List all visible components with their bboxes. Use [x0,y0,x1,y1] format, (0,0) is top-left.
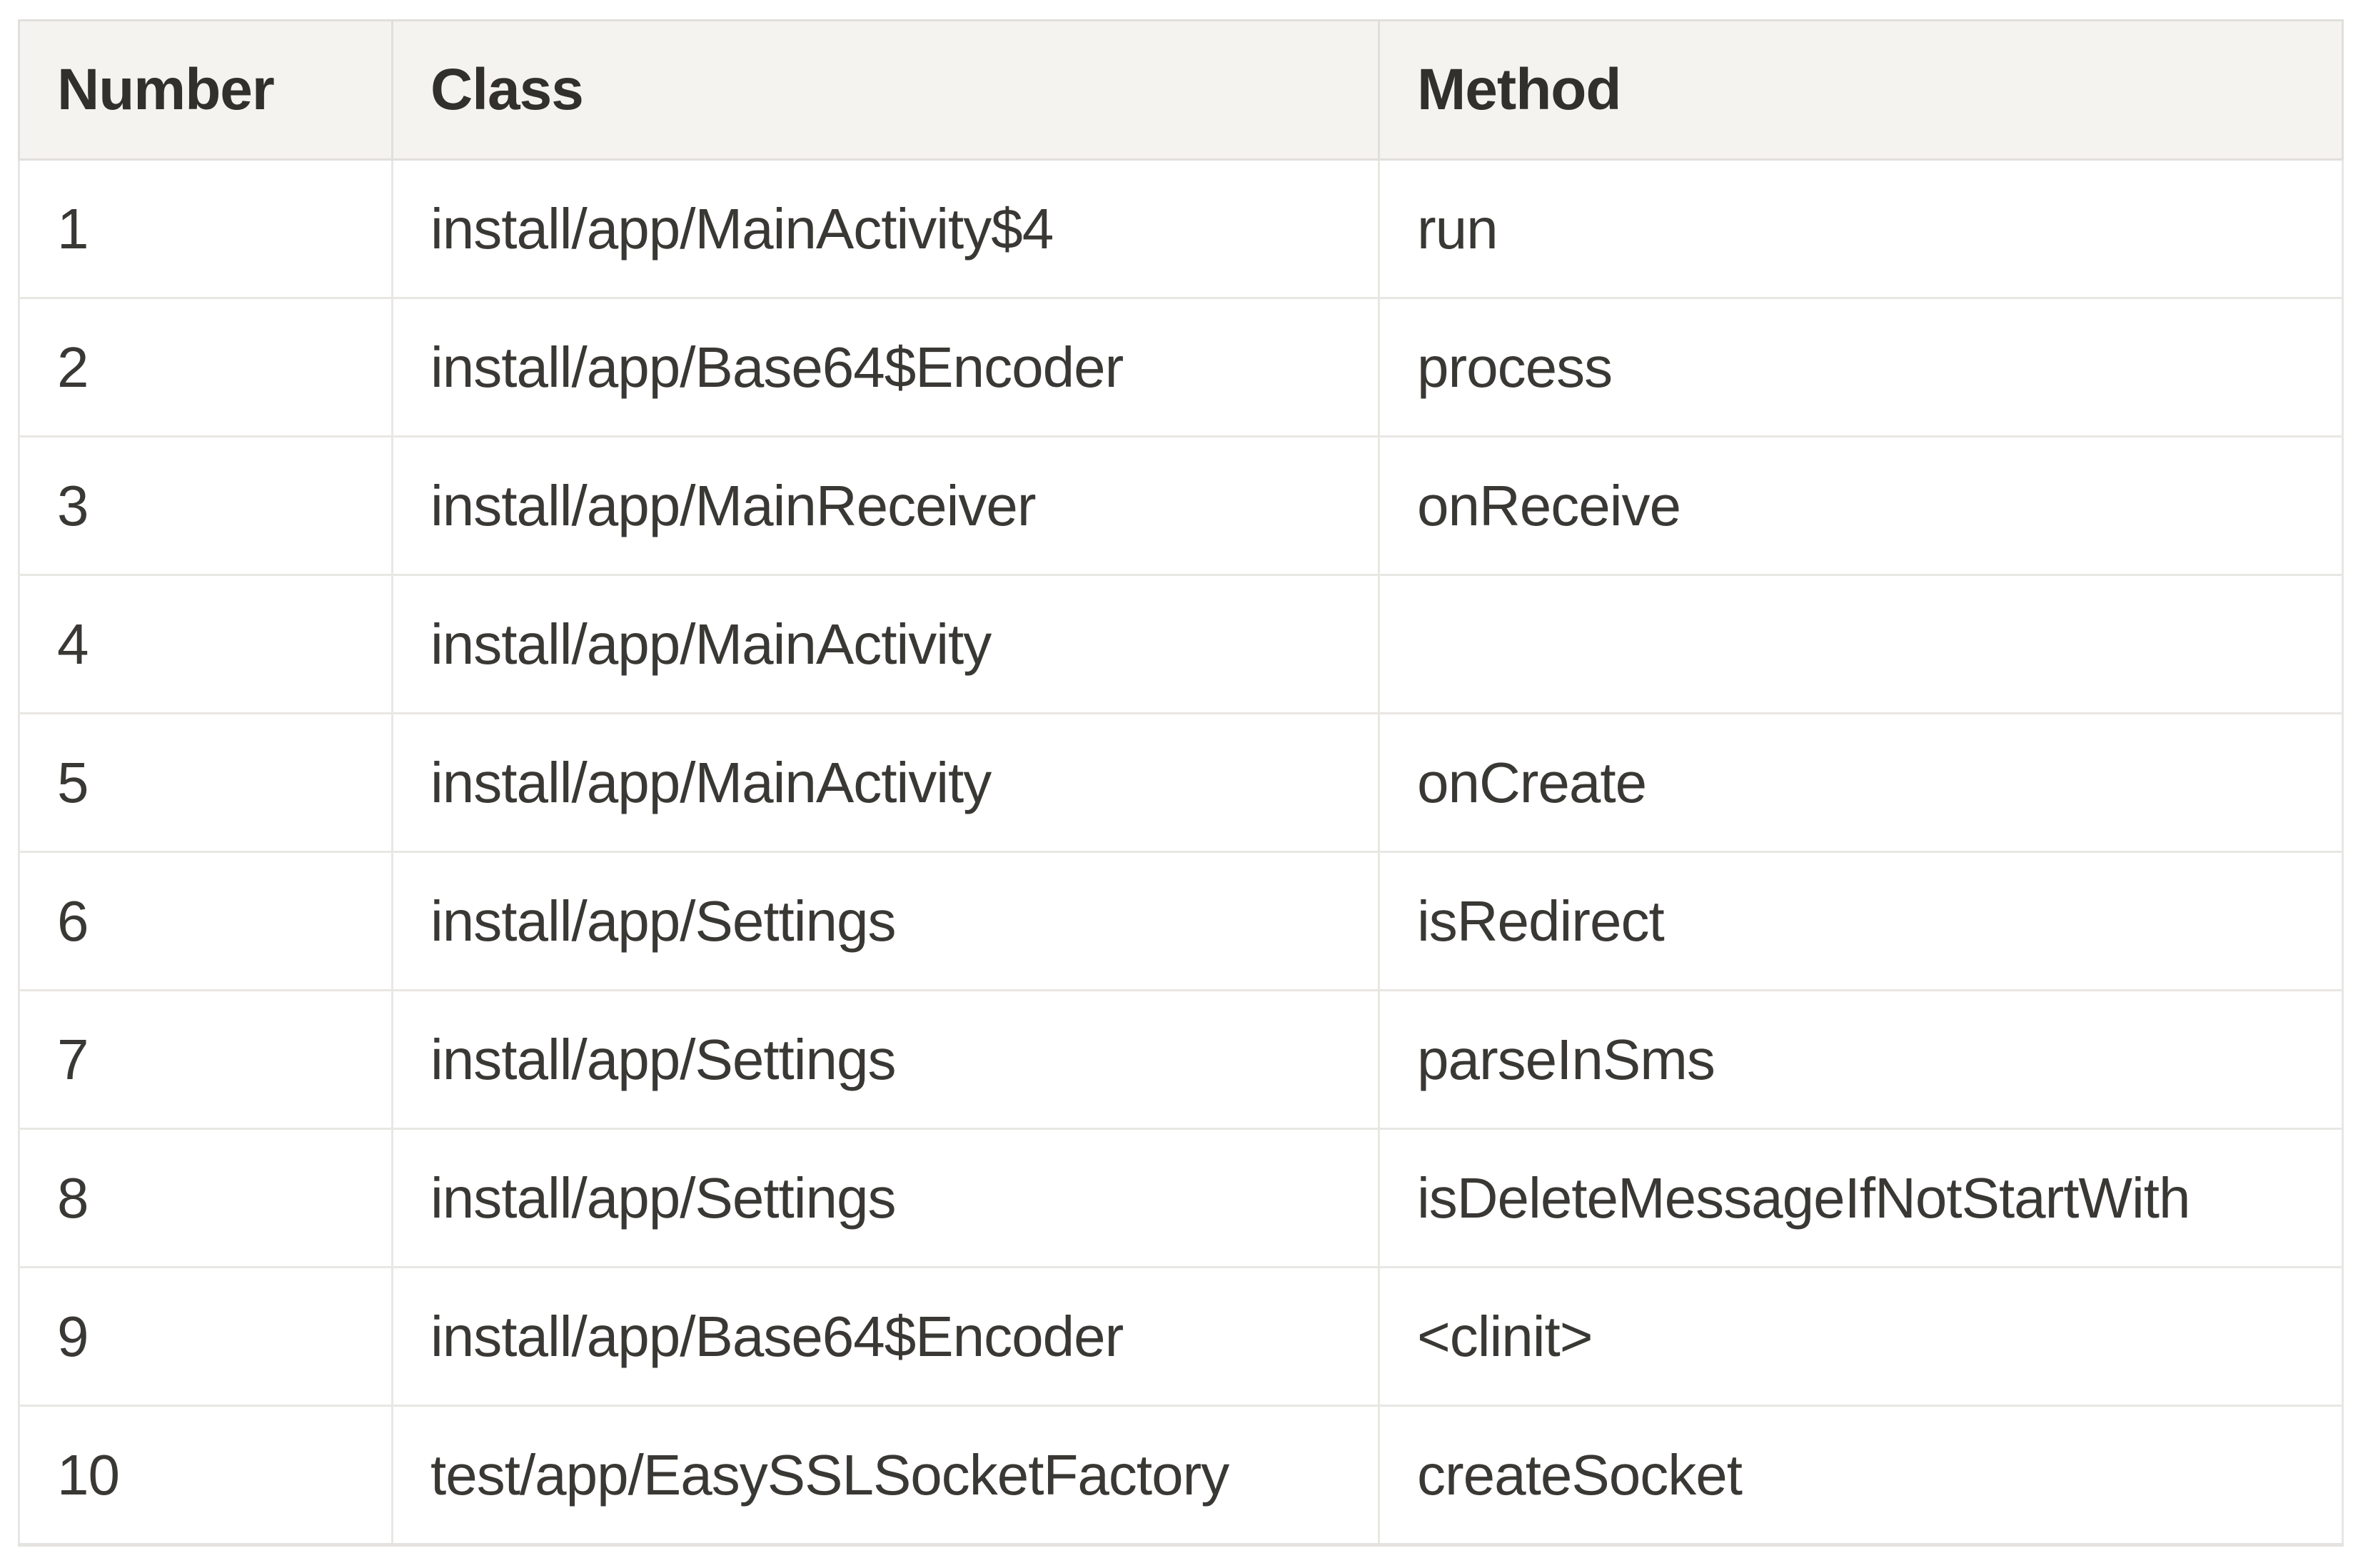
cell-method: isRedirect [1378,851,2344,991]
cell-class: test/app/EasySSLSocketFactory [391,1405,1380,1546]
cell-number: 1 [18,158,393,299]
cell-method: createSocket [1378,1405,2344,1546]
cell-class: install/app/Base64$Encoder [391,1266,1380,1407]
table-row: 4 install/app/MainActivity [18,574,2344,714]
table-row: 1 install/app/MainActivity$4 run [18,158,2344,299]
cell-method: parseInSms [1378,989,2344,1130]
cell-method [1378,574,2344,714]
table-row: 7 install/app/Settings parseInSms [18,989,2344,1130]
cell-class: install/app/MainActivity [391,574,1380,714]
cell-class: install/app/Settings [391,989,1380,1130]
table-row: 9 install/app/Base64$Encoder <clinit> [18,1266,2344,1407]
table-row: 2 install/app/Base64$Encoder process [18,297,2344,437]
table-row: 3 install/app/MainReceiver onReceive [18,435,2344,576]
cell-method: onReceive [1378,435,2344,576]
table-row: 8 install/app/Settings isDeleteMessageIf… [18,1128,2344,1268]
cell-number: 9 [18,1266,393,1407]
cell-method: <clinit> [1378,1266,2344,1407]
cell-number: 2 [18,297,393,437]
cell-class: install/app/MainActivity [391,712,1380,853]
cell-class: install/app/Base64$Encoder [391,297,1380,437]
cell-number: 5 [18,712,393,853]
cell-number: 10 [18,1405,393,1546]
cell-method: onCreate [1378,712,2344,853]
cell-number: 7 [18,989,393,1130]
column-header-number: Number [18,19,393,161]
table-row: 5 install/app/MainActivity onCreate [18,712,2344,853]
header-row: Number Class Method [18,19,2344,161]
cell-class: install/app/MainActivity$4 [391,158,1380,299]
cell-number: 4 [18,574,393,714]
cell-class: install/app/Settings [391,1128,1380,1268]
cell-class: install/app/Settings [391,851,1380,991]
cell-method: isDeleteMessageIfNotStartWith [1378,1128,2344,1268]
cell-number: 8 [18,1128,393,1268]
cell-method: run [1378,158,2344,299]
table-row: 10 test/app/EasySSLSocketFactory createS… [18,1405,2344,1546]
cell-class: install/app/MainReceiver [391,435,1380,576]
column-header-class: Class [391,19,1380,161]
class-method-table: Number Class Method 1 install/app/MainAc… [18,19,2344,1547]
table-container: Number Class Method 1 install/app/MainAc… [18,19,2344,1547]
cell-number: 3 [18,435,393,576]
table-row: 6 install/app/Settings isRedirect [18,851,2344,991]
column-header-method: Method [1378,19,2344,161]
cell-method: process [1378,297,2344,437]
cell-number: 6 [18,851,393,991]
